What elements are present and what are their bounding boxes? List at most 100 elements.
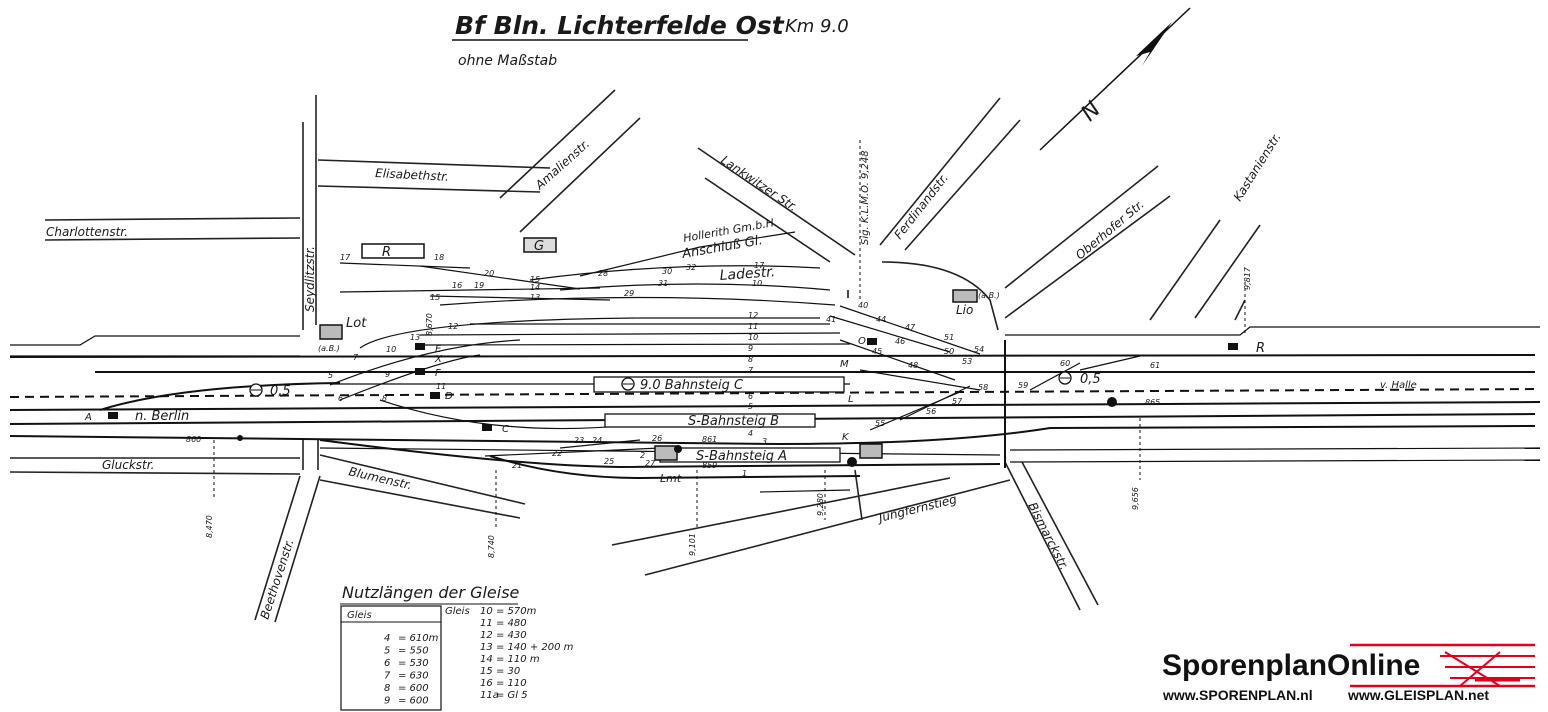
track-number: 61 [1150, 361, 1160, 370]
label-861: 861 [702, 435, 717, 444]
km-8740: 8,740 [487, 535, 496, 558]
table-right-gleis: 12 [480, 630, 493, 641]
track-number: 51 [944, 333, 954, 342]
label-859: 859 [702, 461, 717, 470]
table-left-gleis: 8 [384, 683, 390, 694]
track-number: 29 [624, 289, 634, 298]
building-lot [319, 324, 343, 340]
sig-label: Sig. K.L.M.O. 9,248 [860, 150, 871, 245]
street-oberhofer: Oberhofer Str. [1073, 197, 1147, 262]
track-number: 30 [662, 267, 672, 276]
signal-e: E [435, 344, 442, 355]
track-number: 5 [748, 402, 753, 411]
track-number: 3 [762, 437, 767, 446]
platforms [593, 376, 845, 463]
platform-a-label: S-Bahnsteig A [696, 449, 787, 464]
track-number: 25 [604, 457, 614, 466]
signal-865-icon [1107, 397, 1117, 407]
track-number: 8 [748, 355, 753, 364]
building-k [859, 443, 883, 459]
track-number: 19 [474, 281, 484, 290]
table-left-length: = 610m [398, 633, 439, 644]
table-right-gleis: 13 [480, 642, 493, 653]
label-r-right: R [1256, 341, 1265, 356]
street-elisabethstr: Elisabethstr. [375, 166, 449, 184]
track-number: 9 [748, 344, 753, 353]
track-number: 54 [974, 345, 984, 354]
brand-logo [1350, 643, 1535, 688]
building-g [523, 237, 557, 253]
platform-b-label: S-Bahnsteig B [688, 414, 779, 429]
km-8670: 8,670 [425, 313, 434, 336]
street-charlottenstr: Charlottenstr. [46, 225, 128, 239]
track-number: 46 [895, 337, 905, 346]
table-left-gleis: 4 [384, 633, 390, 644]
n-berlin-label: n. Berlin [135, 409, 189, 424]
page-title: Bf Bln. Lichterfelde Ost [455, 11, 785, 40]
building-lio [952, 289, 978, 303]
table-left-gleis: 6 [384, 658, 390, 669]
platform-c-label: 9.0 Bahnsteig C [640, 378, 744, 393]
track-number: 18 [434, 253, 444, 262]
table-right-gleis: 14 [480, 654, 493, 665]
table-right-length: = Gl 5 [496, 690, 528, 701]
label-g-top: G [534, 239, 544, 254]
track-number: 1 [742, 469, 747, 478]
building-lmt [654, 445, 678, 461]
table-left-gleis: 7 [384, 671, 391, 682]
track-number: 40 [858, 301, 868, 310]
track-numbers: 17 18 20 16 19 15 14 13 28 30 32 31 29 1… [328, 253, 1160, 478]
track-number: 17 [340, 253, 351, 262]
km-left-label: 0,5 [270, 384, 291, 399]
km-9280: 9,280 [816, 493, 825, 516]
table-title: Nutzlängen der Gleise [342, 583, 520, 602]
track-number: 41 [826, 315, 836, 324]
buildings [319, 237, 1117, 467]
street-blumenstr: Blumenstr. [347, 464, 413, 492]
signal-m: M [840, 359, 849, 370]
label-r-top: R [382, 245, 391, 260]
track-number: 16 [452, 281, 462, 290]
track-number: 5 [328, 371, 333, 380]
signal-d: D [445, 391, 453, 402]
track-number: 53 [962, 357, 972, 366]
track-number: 15 [430, 293, 440, 302]
street-gluckstr: Gluckstr. [102, 458, 154, 472]
track-number: 10 [386, 345, 396, 354]
building-r [361, 243, 425, 259]
table-left-length: = 600 [398, 696, 429, 707]
track-number: 15 [530, 275, 540, 284]
table-header-left: Gleis [347, 610, 372, 621]
track-number: 7 [353, 353, 359, 362]
street-seydlitzstr: Seydlitzstr. [303, 246, 317, 312]
table-left-gleis: 5 [384, 646, 390, 657]
track-number: 13 [410, 333, 420, 342]
track-number: 10 [752, 279, 762, 288]
track-number: 6 [748, 392, 753, 401]
platform-b [604, 413, 816, 428]
track-number: 32 [686, 263, 696, 272]
table-left-length: = 530 [398, 658, 429, 669]
track-number: 48 [908, 361, 918, 370]
track-number: 10 [748, 333, 758, 342]
track-number: 31 [658, 279, 668, 288]
track-number: 4 [748, 429, 753, 438]
signal-f: F [435, 368, 441, 379]
track-number: 55 [875, 419, 885, 428]
track-number: 7 [748, 366, 754, 375]
table-right-length: = 140 + 200 m [496, 642, 574, 653]
table-right-length: = 430 [496, 630, 527, 641]
table-left-length: = 550 [398, 646, 429, 657]
street-ladestr: Ladestr. [719, 264, 776, 284]
scale-note: ohne Maßstab [458, 53, 557, 69]
table-right-gleis: 11a [480, 690, 499, 701]
track-number: 28 [598, 269, 608, 278]
table-right-gleis: 10 [480, 606, 493, 617]
track-number: 11 [748, 322, 758, 331]
signal-o: O [858, 336, 866, 347]
v-halle-label: v. Halle [1380, 380, 1417, 391]
north-label: N [1077, 97, 1106, 126]
